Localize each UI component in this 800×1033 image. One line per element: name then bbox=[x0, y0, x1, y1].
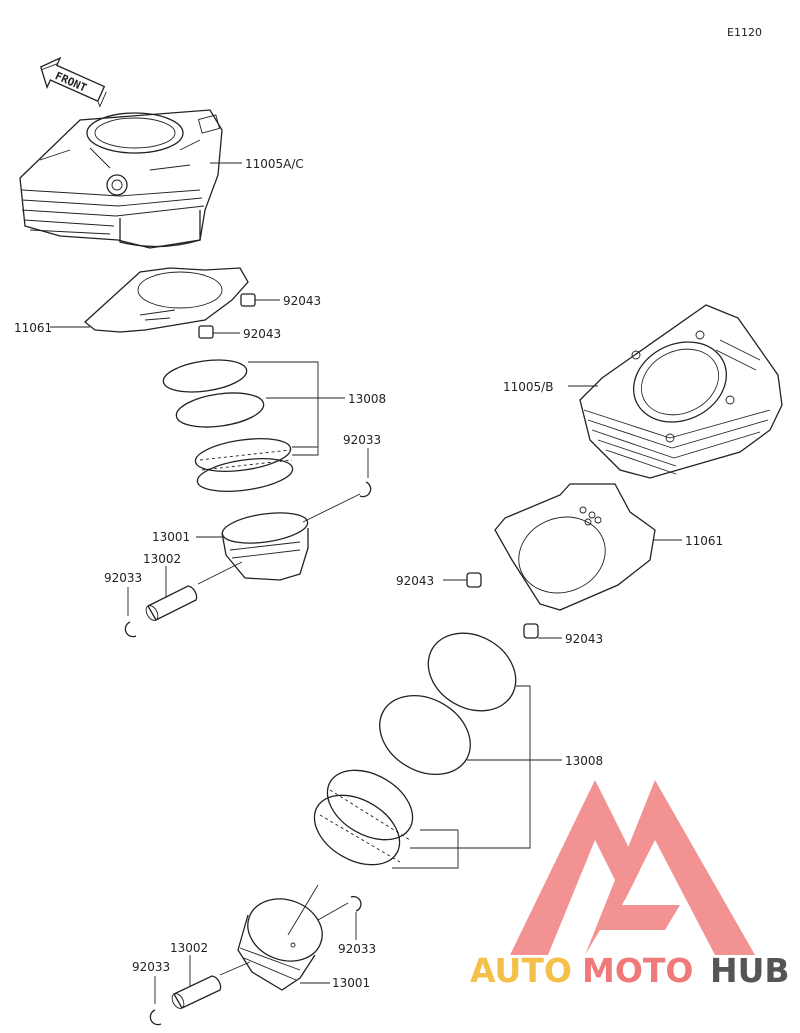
front-label: FRONT bbox=[53, 69, 89, 94]
dowel-92043-3 bbox=[466, 572, 482, 588]
watermark-hub: HUB bbox=[710, 951, 790, 990]
label-dowel-2: 92043 bbox=[243, 327, 281, 341]
label-gasket-right: 11061 bbox=[685, 534, 723, 548]
watermark-moto: MOTO bbox=[582, 951, 693, 990]
pin-13002-bottom bbox=[171, 975, 222, 1009]
piston-rings-bottom bbox=[313, 632, 517, 866]
label-cyl-b: 11005/B bbox=[503, 380, 553, 394]
clip-92033-4 bbox=[149, 1009, 162, 1026]
front-arrow: FRONT bbox=[39, 56, 107, 108]
label-dowel-4: 92043 bbox=[565, 632, 603, 646]
dowel-92043-1 bbox=[240, 293, 256, 307]
piston-rings-top bbox=[162, 359, 294, 492]
watermark-auto: AUTO bbox=[470, 951, 572, 990]
cylinder-11005b bbox=[579, 304, 783, 479]
label-piston-bottom: 13001 bbox=[332, 976, 370, 990]
label-rings-top: 13008 bbox=[348, 392, 386, 406]
logo-triangle-right bbox=[585, 780, 755, 955]
cylinder-11005ac bbox=[19, 109, 223, 249]
label-clip-3: 92033 bbox=[338, 942, 376, 956]
logo-triangle-left bbox=[510, 780, 640, 955]
dowel-92043-4 bbox=[523, 623, 539, 639]
gasket-11061-right bbox=[494, 483, 656, 611]
clip-92033-1 bbox=[359, 481, 372, 498]
watermark-text: AUTO MOTO HUB bbox=[470, 951, 790, 990]
clip-92033-3 bbox=[350, 895, 362, 912]
label-dowel-3: 92043 bbox=[396, 574, 434, 588]
gasket-11061-top bbox=[83, 267, 249, 333]
label-dowel-1: 92043 bbox=[283, 294, 321, 308]
label-clip-1: 92033 bbox=[343, 433, 381, 447]
pin-13002-top bbox=[145, 585, 198, 621]
front-arrow-icon bbox=[39, 56, 106, 102]
clip-92033-2 bbox=[124, 621, 137, 638]
diagram-code: E1120 bbox=[727, 26, 762, 39]
label-clip-4: 92033 bbox=[132, 960, 170, 974]
label-pin-top: 13002 bbox=[143, 552, 181, 566]
label-cyl-ac: 11005A/C bbox=[245, 157, 304, 171]
dowel-92043-2 bbox=[198, 325, 214, 339]
piston-13001-bottom bbox=[237, 898, 323, 991]
label-pin-bottom: 13002 bbox=[170, 941, 208, 955]
piston-13001-top bbox=[221, 512, 309, 581]
watermark-logo bbox=[510, 780, 755, 955]
label-piston-top: 13001 bbox=[152, 530, 190, 544]
label-gasket-top: 11061 bbox=[14, 321, 52, 335]
label-clip-2: 92033 bbox=[104, 571, 142, 585]
label-rings-bottom: 13008 bbox=[565, 754, 603, 768]
